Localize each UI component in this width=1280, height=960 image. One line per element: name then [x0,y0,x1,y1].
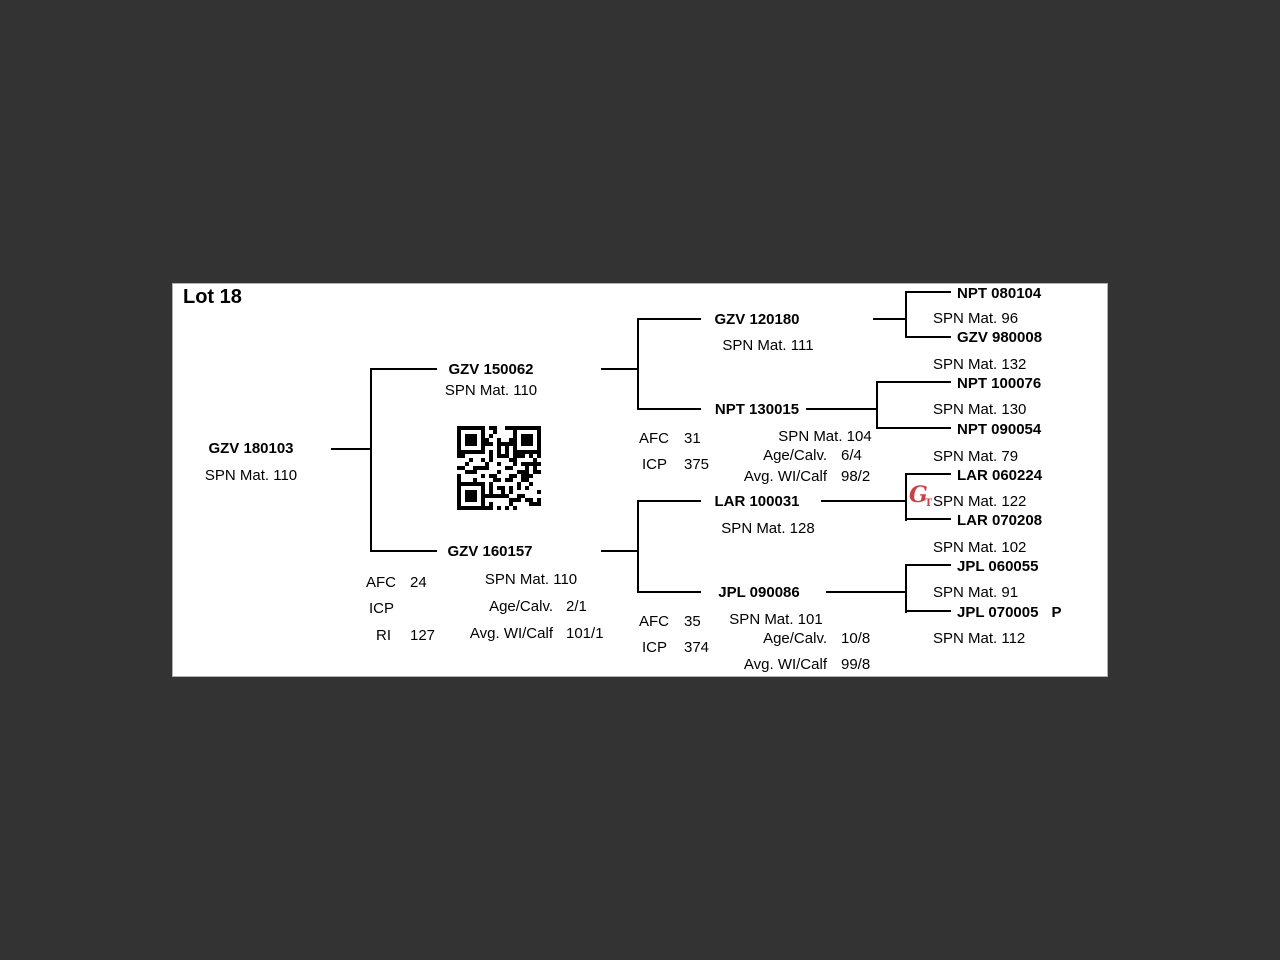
pedigree-connector [601,368,639,370]
dam-dam-id: JPL 090086 [718,584,800,601]
pedigree-connector [905,564,907,613]
pedigree-connector [637,318,701,320]
subject-spn: SPN Mat. 110 [204,467,298,484]
sire-id: GZV 150062 [448,361,534,378]
pedigree-connector [873,318,907,320]
gen3-name: NPT 090054 [957,421,1042,438]
pedigree-connector [876,381,878,429]
gen3-spn: SPN Mat. 91 [933,584,1019,601]
age-calv-label: Age/Calv. [763,447,827,464]
icp-label: ICP [368,600,394,617]
gen3-name: GZV 980008 [957,329,1043,346]
afc-label: AFC [639,613,669,630]
sire-dam-afc-value: 31 [684,430,701,447]
gen3-spn: SPN Mat. 96 [933,310,1019,327]
avg-wi-calf-label: Avg. WI/Calf [743,468,827,485]
pedigree-connector [370,368,372,552]
pedigree-connector [637,500,701,502]
sire-spn: SPN Mat. 110 [444,382,538,399]
dam-id: GZV 160157 [447,543,533,560]
gen3-spn: SPN Mat. 79 [933,448,1019,465]
gen3-spn: SPN Mat. 102 [933,539,1027,556]
dam-avg-wi-calf-value: 101/1 [566,625,604,642]
afc-label: AFC [639,430,669,447]
dam-sire-spn: SPN Mat. 128 [721,520,815,537]
pedigree-connector [876,427,951,429]
pedigree-card: Lot 18 GZV 180103 SPN Mat. 110 GZV 15006… [172,283,1108,677]
sire-dam-id: NPT 130015 [714,401,800,418]
sire-dam-spn: SPN Mat. 104 [778,428,872,445]
age-calv-label: Age/Calv. [763,630,827,647]
avg-wi-calf-label: Avg. WI/Calf [469,625,553,642]
sire-sire-id: GZV 120180 [714,311,800,328]
pedigree-connector [370,368,437,370]
pedigree-connector [905,291,951,293]
lot-title: Lot 18 [183,286,242,308]
dam-ri-value: 127 [410,627,436,644]
gen3-name: NPT 100076 [957,375,1042,392]
pedigree-connector [905,518,951,520]
dam-spn: SPN Mat. 110 [484,571,578,588]
icp-label: ICP [641,639,667,656]
pedigree-connector [826,591,907,593]
gen3-spn: SPN Mat. 122 [933,493,1027,510]
gen3-name: NPT 080104 [957,285,1042,302]
afc-label: AFC [366,574,396,591]
polled-flag: P [1051,604,1062,621]
sire-dam-icp-value: 375 [684,456,710,473]
ri-label: RI [376,627,391,644]
sire-sire-spn: SPN Mat. 111 [722,337,814,354]
avg-wi-calf-label: Avg. WI/Calf [743,656,827,673]
dam-sire-id: LAR 100031 [714,493,800,510]
dam-dam-icp-value: 374 [684,639,710,656]
pedigree-connector [821,500,907,502]
pedigree-connector [905,564,951,566]
dam-dam-spn: SPN Mat. 101 [729,611,823,628]
age-calv-label: Age/Calv. [489,598,553,615]
sire-dam-age-calv-value: 6/4 [841,447,862,464]
pedigree-connector [806,408,878,410]
gen3-name: LAR 060224 [957,467,1043,484]
dam-dam-avg-wi-calf-value: 99/8 [841,656,871,673]
pedigree-connector [905,336,951,338]
icp-label: ICP [641,456,667,473]
dam-afc-value: 24 [410,574,427,591]
pedigree-connector [637,318,639,410]
pedigree-connector [601,550,639,552]
pedigree-connector [370,550,437,552]
pedigree-connector [876,381,951,383]
pedigree-connector [905,473,907,521]
qr-code [457,426,541,510]
gen3-name: LAR 070208 [957,512,1043,529]
dam-dam-age-calv-value: 10/8 [841,630,871,647]
pedigree-connector [905,610,951,612]
subject-id: GZV 180103 [208,440,294,457]
pedigree-connector [331,448,371,450]
sire-dam-avg-wi-calf-value: 98/2 [841,468,871,485]
dam-dam-afc-value: 35 [684,613,701,630]
gen3-name: JPL 060055 [957,558,1039,575]
gen3-spn: SPN Mat. 112 [933,630,1026,647]
dam-age-calv-value: 2/1 [566,598,587,615]
brand-logo-icon: GT [909,482,933,509]
pedigree-connector [637,591,701,593]
pedigree-connector [905,291,907,338]
gen3-spn: SPN Mat. 132 [933,356,1027,373]
pedigree-connector [637,408,701,410]
gen3-spn: SPN Mat. 130 [933,401,1027,418]
pedigree-connector [905,473,951,475]
pedigree-connector [637,500,639,593]
